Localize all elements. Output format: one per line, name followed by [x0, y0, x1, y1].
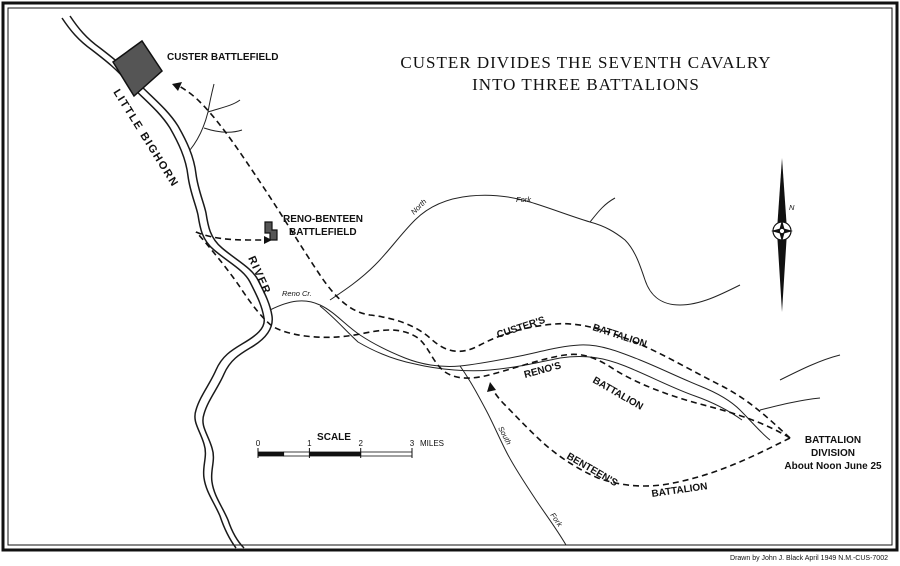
custers-label: CUSTER'S — [496, 315, 547, 341]
scale-tick-2: 2 — [358, 439, 363, 448]
north-arrow-top — [777, 158, 787, 230]
reno-benteen-label-line1: RENO-BENTEEN — [283, 214, 363, 225]
little-bighorn-river — [61, 15, 273, 549]
custer-battlefield-label: CUSTER BATTLEFIELD — [167, 52, 278, 63]
benteens-route-arrowhead — [487, 382, 496, 392]
scale-title: SCALE — [317, 432, 351, 443]
renos-label: RENO'S — [523, 360, 563, 381]
north-arrow: N — [771, 158, 795, 312]
benteens-route — [491, 387, 791, 487]
map-title-line1: CUSTER DIVIDES THE SEVENTH CAVALRY — [400, 53, 771, 72]
scale-unit: MILES — [420, 439, 444, 448]
custers-battalion-label: BATTALION — [591, 322, 648, 350]
map-credit: Drawn by John J. Black April 1949 N.M.-C… — [730, 555, 888, 562]
benteens-battalion-label: BATTALION — [651, 481, 708, 500]
battalion-division-label-line2: DIVISION — [811, 448, 855, 459]
reno-benteen-label-line2: BATTLEFIELD — [289, 227, 357, 238]
river-label: RIVER — [245, 254, 273, 296]
scale-tick-0: 0 — [256, 439, 261, 448]
scale-tick-1: 1 — [307, 439, 312, 448]
reno-benteen-battlefield-marker — [264, 221, 278, 241]
north-arrow-bottom — [777, 232, 787, 312]
renos-route-arrowhead — [264, 236, 272, 244]
scale-tick-3: 3 — [410, 439, 415, 448]
little-bighorn-label: LITTLE BIGHORN — [110, 87, 180, 189]
benteens-label: BENTEEN'S — [565, 451, 620, 489]
custer-battlefield-marker — [111, 39, 163, 98]
map-frame-inner — [7, 7, 893, 546]
north-fork-label: Fork — [516, 195, 532, 204]
renos-loop — [195, 231, 268, 241]
renos-route — [195, 231, 791, 439]
creeks — [189, 83, 841, 546]
battalion-division-label-line1: BATTALION — [805, 435, 861, 446]
scale-bar: SCALE 0 1 2 3 MILES — [256, 432, 444, 458]
map-frame-outer — [1, 1, 899, 552]
north-arrow-label: N — [789, 203, 795, 212]
north-label: North — [409, 197, 428, 216]
reno-creek-label: Reno Cr. — [282, 289, 312, 298]
battalion-routes — [172, 82, 791, 487]
map-title-line2: INTO THREE BATTALIONS — [472, 75, 700, 94]
custers-route — [175, 83, 791, 439]
battalion-division-label-line3: About Noon June 25 — [784, 461, 882, 472]
custers-route-arrowhead — [172, 82, 182, 91]
south-fork-label: Fork — [548, 511, 565, 529]
